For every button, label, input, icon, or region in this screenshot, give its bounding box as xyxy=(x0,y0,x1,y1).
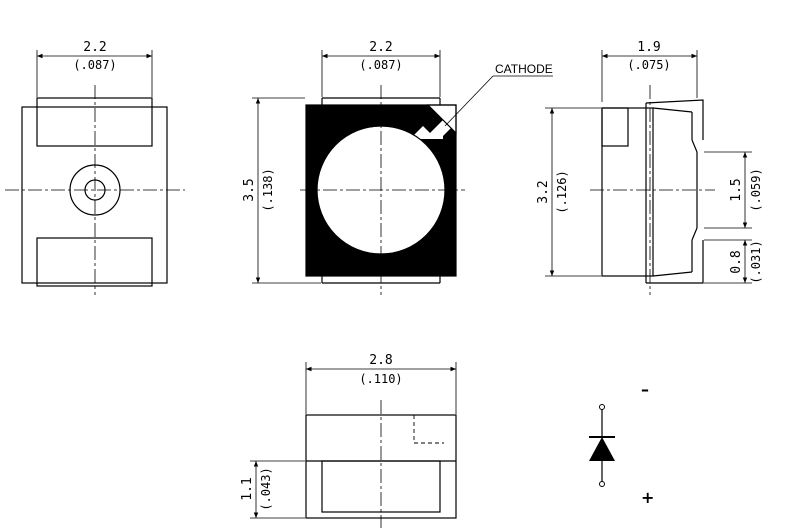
front-width-inch: (.087) xyxy=(359,58,402,72)
bottom-height-inch: (.043) xyxy=(259,467,273,510)
pad-spacing-mm: 1.5 xyxy=(729,178,744,201)
front-height-inch: (.138) xyxy=(261,168,275,211)
top-view-body xyxy=(21,106,168,284)
bottom-width-mm: 2.8 xyxy=(369,353,392,368)
plus-label: + xyxy=(641,488,654,507)
top-width-inch: (.087) xyxy=(73,58,116,72)
side-view-lead-upper xyxy=(645,99,704,140)
side-width-inch: (.075) xyxy=(627,58,670,72)
pad-height-inch: (.031) xyxy=(749,240,763,283)
side-view: 1.9 (.075) 3.2 (.126) 1.5 (.059) 0.8 (.0… xyxy=(536,40,763,295)
side-height-inch: (.126) xyxy=(555,170,569,213)
bottom-width-inch: (.110) xyxy=(359,372,402,386)
side-view-lead-lower xyxy=(646,240,704,284)
diode-symbol: – + xyxy=(589,380,654,507)
pad-spacing-inch: (.059) xyxy=(749,168,763,211)
front-width-mm: 2.2 xyxy=(369,40,392,55)
top-view-pad-upper xyxy=(36,97,153,147)
front-height-mm: 3.5 xyxy=(242,178,257,201)
pad-height-mm: 0.8 xyxy=(729,250,744,273)
bottom-height-mm: 1.1 xyxy=(240,477,255,500)
side-height-mm: 3.2 xyxy=(536,180,551,203)
side-width-mm: 1.9 xyxy=(637,40,660,55)
minus-label: – xyxy=(641,380,649,399)
top-width-mm: 2.2 xyxy=(83,40,106,55)
bottom-view: 2.8 (.110) 1.1 (.043) xyxy=(240,353,457,528)
top-view: 2.2 (.087) xyxy=(5,40,185,295)
front-view: 2.2 (.087) 3.5 (.138) CATHODE xyxy=(242,40,553,295)
top-view-pad-lower xyxy=(36,237,153,287)
cathode-label: CATHODE xyxy=(495,62,553,76)
